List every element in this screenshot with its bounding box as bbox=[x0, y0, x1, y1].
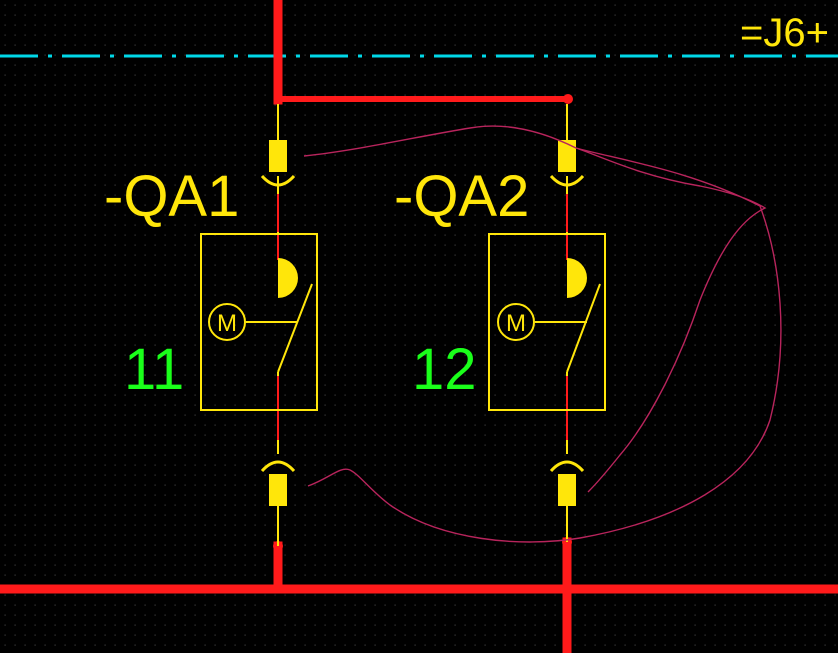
trip-element-icon bbox=[567, 258, 587, 298]
device-number: 12 bbox=[412, 337, 477, 402]
terminal-socket-icon[interactable] bbox=[549, 460, 585, 506]
junction-dot-top bbox=[563, 94, 573, 104]
location-label: =J6+ bbox=[740, 11, 829, 55]
device-qa1[interactable]: M -QA1 11 bbox=[104, 104, 318, 546]
breaker-body bbox=[488, 233, 606, 411]
device-tag: -QA1 bbox=[104, 164, 239, 229]
switch-contact-icon bbox=[277, 283, 313, 373]
annotation-loop bbox=[303, 125, 782, 543]
terminal-socket-icon[interactable] bbox=[260, 460, 296, 506]
breaker-body bbox=[200, 233, 318, 411]
motor-circle-icon bbox=[497, 303, 535, 341]
device-qa2[interactable]: M -QA2 12 bbox=[394, 104, 606, 542]
device-number: 11 bbox=[124, 337, 184, 402]
device-tag: -QA2 bbox=[394, 164, 529, 229]
motor-symbol: M bbox=[217, 310, 237, 337]
switch-contact-icon bbox=[566, 283, 601, 373]
motor-symbol: M bbox=[506, 310, 526, 337]
terminal-socket-icon[interactable] bbox=[260, 140, 296, 187]
motor-circle-icon bbox=[208, 303, 246, 341]
terminal-socket-icon[interactable] bbox=[549, 140, 585, 187]
trip-element-icon bbox=[278, 258, 298, 298]
